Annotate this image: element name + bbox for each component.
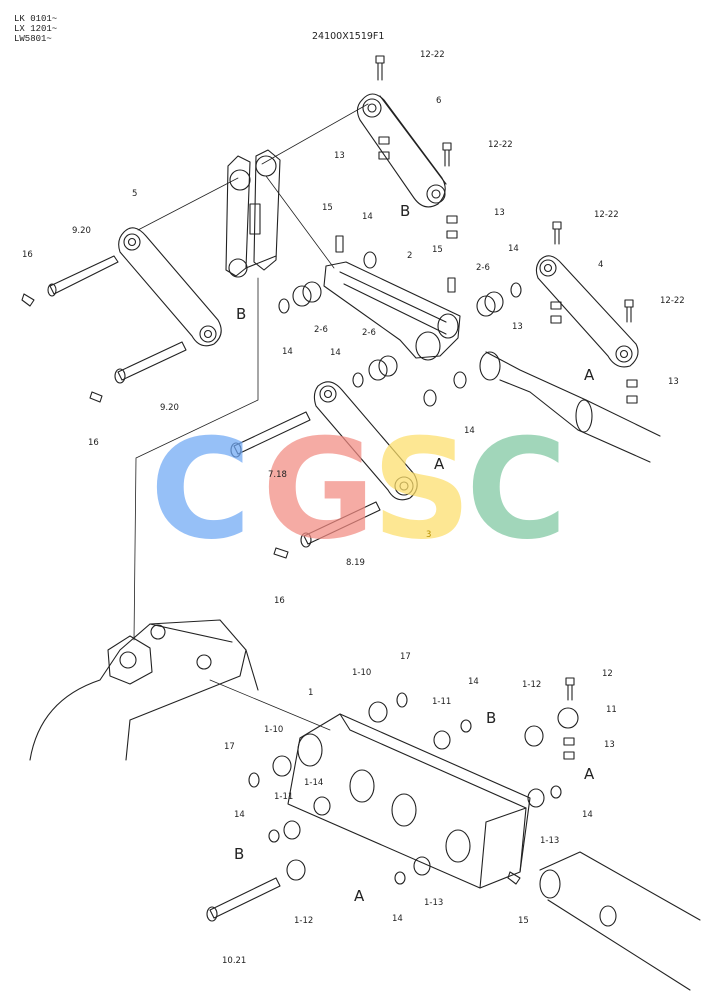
part-callout: A bbox=[354, 887, 365, 905]
part-callout: 9.20 bbox=[72, 226, 91, 236]
part-callout: 12 bbox=[602, 669, 613, 679]
part-callout: 1-10 bbox=[352, 668, 372, 678]
part-callout: 1-13 bbox=[424, 898, 444, 908]
part-callout: 13 bbox=[512, 322, 523, 332]
part-callout: 17 bbox=[224, 742, 235, 752]
part-callout: 13 bbox=[494, 208, 505, 218]
watermark-letter: G bbox=[262, 409, 376, 570]
part-callout: 2 bbox=[407, 251, 413, 261]
arm-body-1-part bbox=[287, 713, 531, 889]
part-callout: 14 bbox=[234, 810, 245, 820]
serial-range-line-1: LK 0101~ bbox=[14, 14, 58, 24]
part-callout: B bbox=[234, 845, 245, 863]
part-callout: 5 bbox=[132, 189, 138, 199]
pin-8-19 bbox=[273, 501, 381, 559]
link-5-part bbox=[118, 227, 222, 347]
part-callout: 1-14 bbox=[304, 778, 324, 788]
link-4-part bbox=[535, 221, 639, 404]
serial-range-line-2: LX 1201~ bbox=[14, 24, 58, 34]
part-callout: 11 bbox=[606, 705, 617, 715]
part-callout: 16 bbox=[22, 250, 33, 260]
part-callout: B bbox=[400, 202, 411, 220]
lever-2-part bbox=[323, 235, 461, 361]
part-callout: 6 bbox=[436, 96, 442, 106]
part-callout: 10.21 bbox=[222, 956, 247, 966]
part-callout: A bbox=[434, 455, 445, 473]
part-callout: 7.18 bbox=[268, 470, 287, 480]
part-callout: 16 bbox=[88, 438, 99, 448]
part-callout: 1-11 bbox=[274, 792, 294, 802]
bucket-part bbox=[29, 619, 259, 761]
part-callout: B bbox=[236, 305, 247, 323]
part-callout: B bbox=[486, 709, 497, 727]
watermark-letter: S bbox=[372, 409, 472, 570]
part-callout: 1-12 bbox=[522, 680, 542, 690]
part-callout: 2-6 bbox=[362, 328, 376, 338]
part-callout: 8.19 bbox=[346, 558, 365, 568]
link-6-part bbox=[356, 93, 447, 208]
part-callout: 1 bbox=[308, 688, 314, 698]
part-callout: 1-13 bbox=[540, 836, 560, 846]
part-callout: 14 bbox=[362, 212, 373, 222]
grease-fittings-left bbox=[21, 293, 103, 403]
boom-end-part bbox=[539, 851, 701, 991]
upper-bracket-part bbox=[225, 149, 281, 278]
part-callout: 14 bbox=[582, 810, 593, 820]
watermark-letter: C bbox=[466, 409, 568, 570]
hydraulic-cylinder-part bbox=[479, 351, 661, 463]
part-callout: 2-6 bbox=[314, 325, 328, 335]
drawing-code: 24100X1519F1 bbox=[312, 31, 385, 42]
part-callout: 13 bbox=[668, 377, 679, 387]
part-callout: 12-22 bbox=[594, 210, 619, 220]
part-callout: 1-12 bbox=[294, 916, 314, 926]
part-callout: 9.20 bbox=[160, 403, 179, 413]
part-callout: A bbox=[584, 366, 595, 384]
pin-9-20-lower bbox=[114, 341, 187, 384]
part-callout: 14 bbox=[508, 244, 519, 254]
part-callout: 14 bbox=[464, 426, 475, 436]
part-callout: 15 bbox=[432, 245, 443, 255]
part-callout: 13 bbox=[334, 151, 345, 161]
pin-9-20-upper bbox=[47, 255, 119, 297]
pin-10-21 bbox=[206, 877, 281, 922]
part-callout: 14 bbox=[468, 677, 479, 687]
part-callout: 4 bbox=[598, 260, 604, 270]
part-callout: 12-22 bbox=[420, 50, 445, 60]
part-callout: A bbox=[584, 765, 595, 783]
link-3-part bbox=[313, 381, 418, 501]
part-callout: 12-22 bbox=[660, 296, 685, 306]
part-callout: 1-11 bbox=[432, 697, 452, 707]
part-callout: 3 bbox=[426, 530, 432, 540]
pin-7-18 bbox=[230, 411, 311, 458]
part-callout: 12-22 bbox=[488, 140, 513, 150]
part-callout: 14 bbox=[392, 914, 403, 924]
part-callout: 2-6 bbox=[476, 263, 490, 273]
serial-range-line-3: LW5801~ bbox=[14, 34, 52, 44]
part-callout: 1-10 bbox=[264, 725, 284, 735]
part-callout: 14 bbox=[330, 348, 341, 358]
bolt-set-upper bbox=[375, 55, 458, 239]
assembly-leader-lines bbox=[133, 103, 369, 731]
part-callout: 15 bbox=[518, 916, 529, 926]
part-callout: 13 bbox=[604, 740, 615, 750]
watermark-letter: C bbox=[150, 409, 252, 570]
bushings-lower bbox=[248, 677, 579, 885]
part-callout: 16 bbox=[274, 596, 285, 606]
part-callout: 17 bbox=[400, 652, 411, 662]
part-callout: 15 bbox=[322, 203, 333, 213]
part-callout: 14 bbox=[282, 347, 293, 357]
bushings-upper bbox=[278, 251, 522, 407]
